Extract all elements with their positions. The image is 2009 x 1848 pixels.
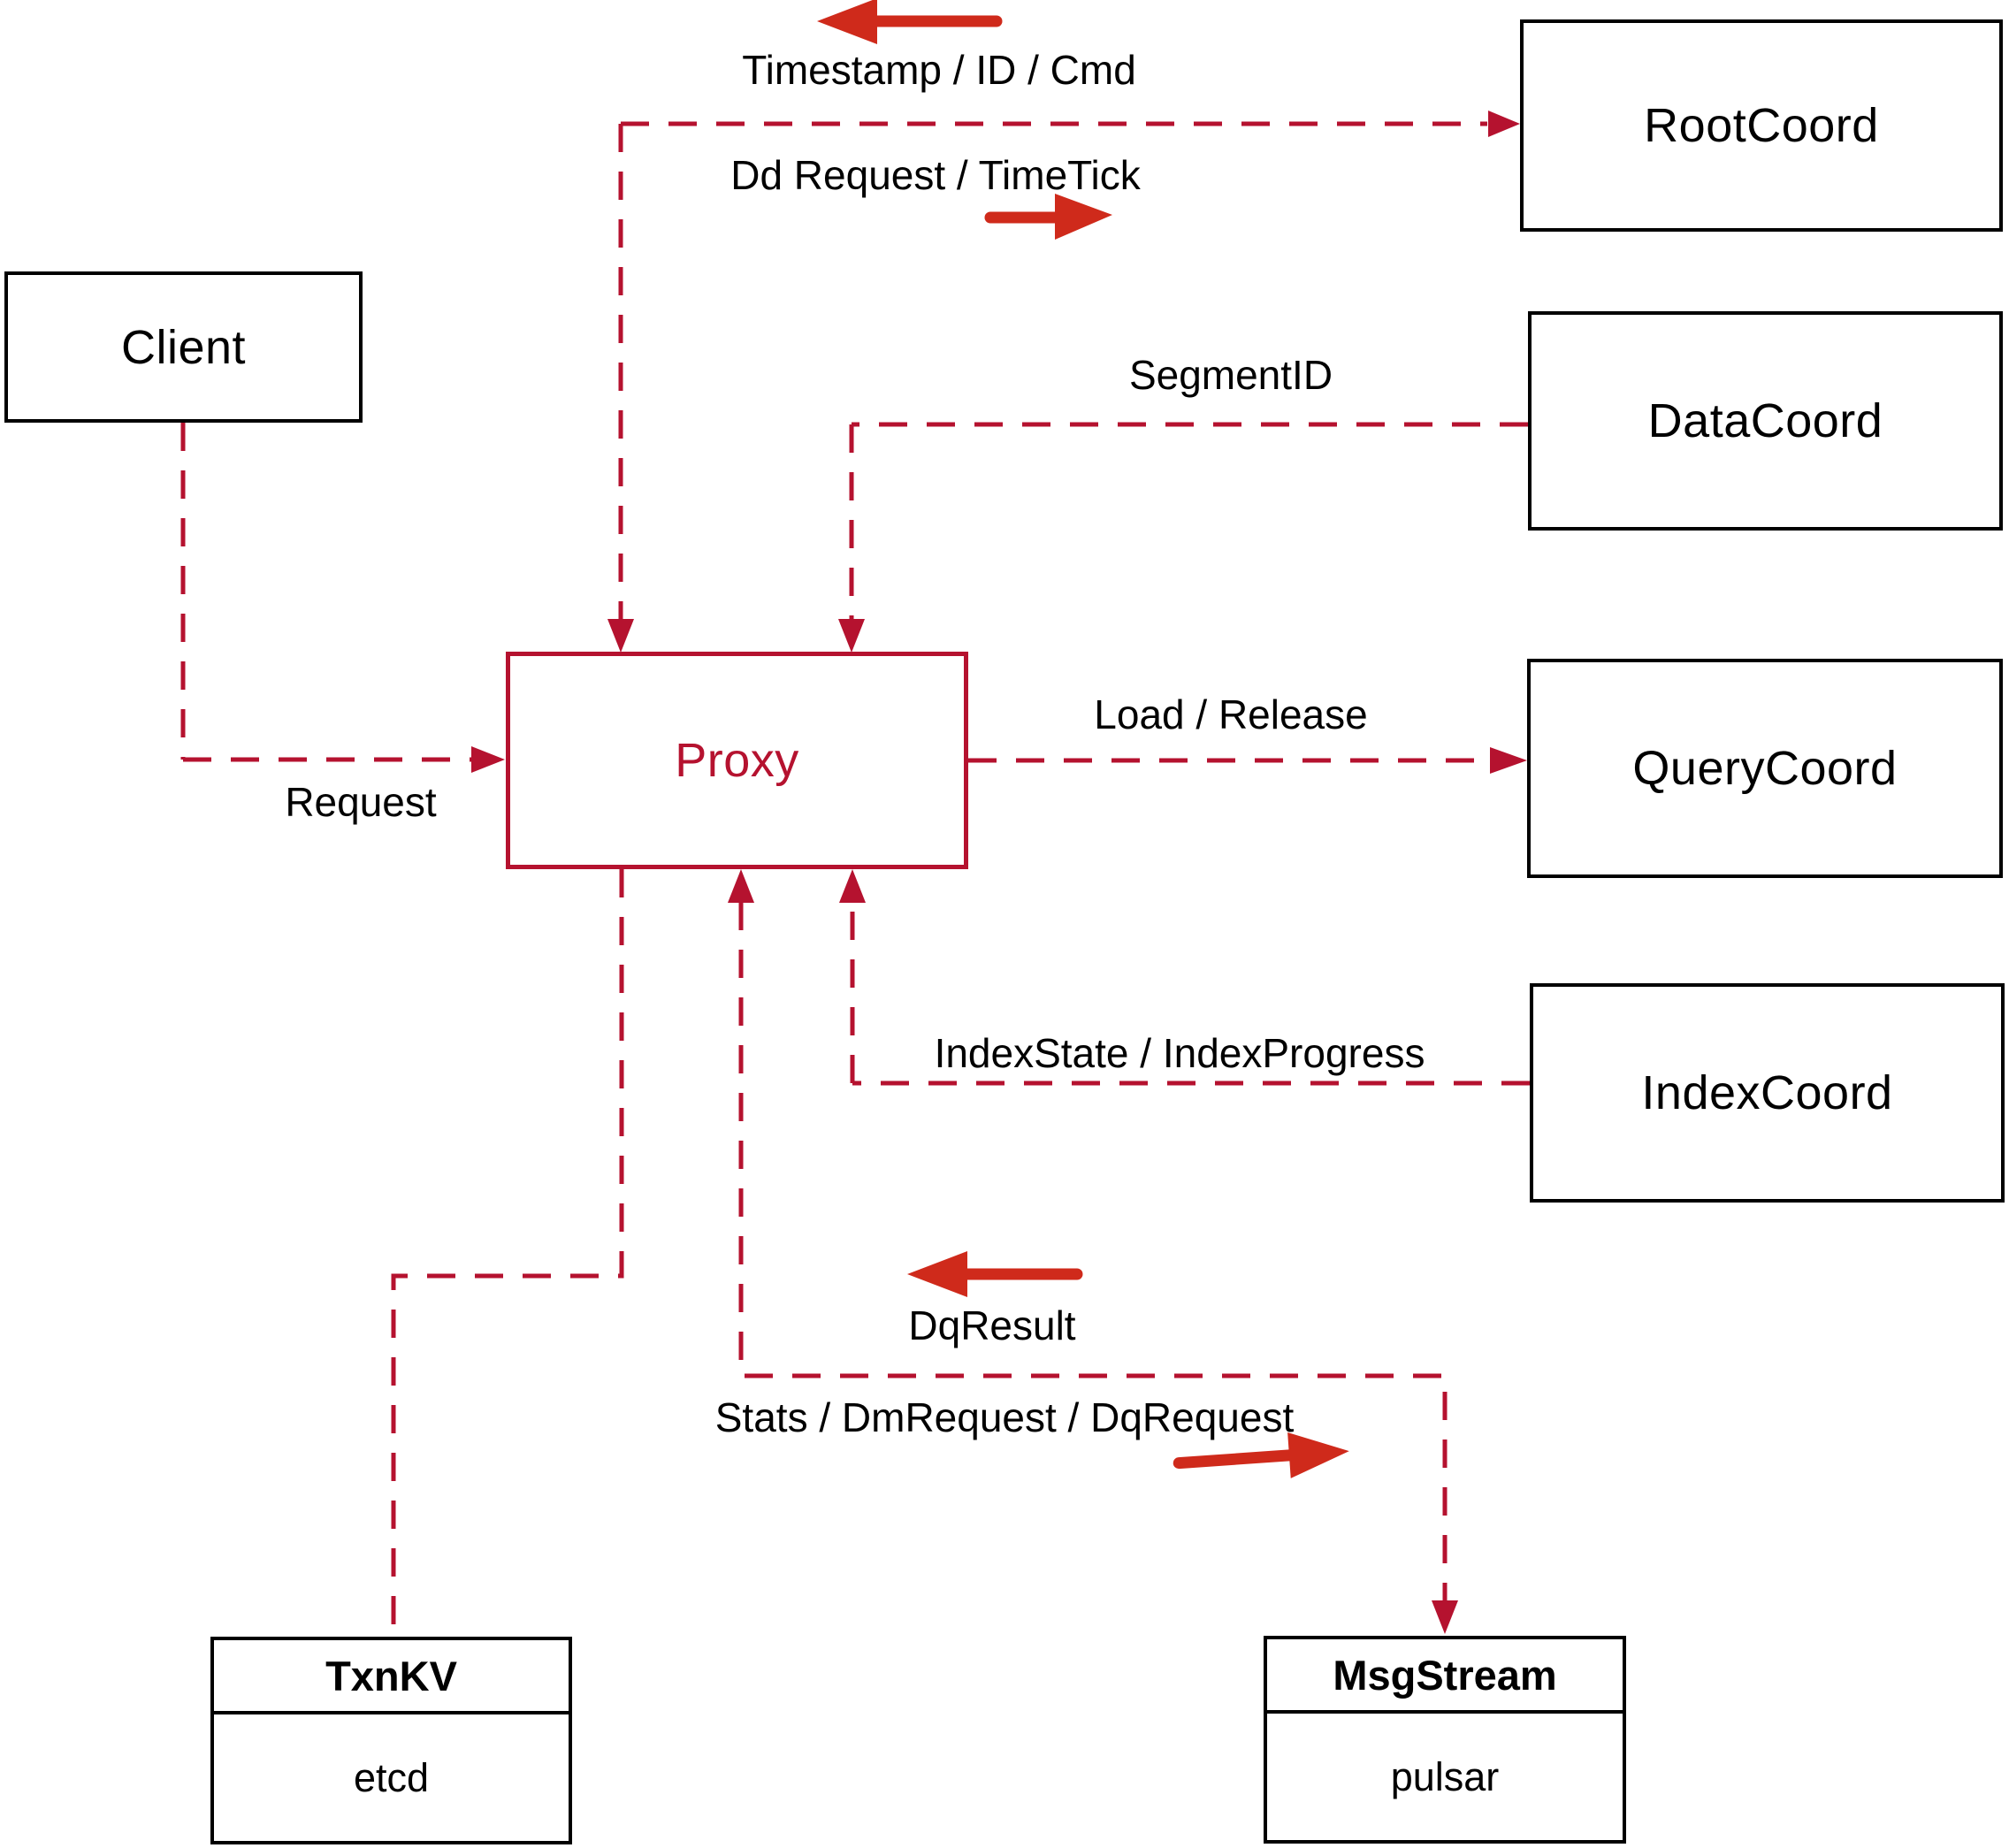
edge-label-segment-id: SegmentID (1128, 352, 1333, 398)
edge-proxy-querycoord (968, 747, 1527, 774)
edge-label-dd-request-timetick: Dd Request / TimeTick (730, 152, 1141, 198)
stats-direction-right-arrow-icon (1173, 1432, 1349, 1478)
node-querycoord-label: QueryCoord (1632, 742, 1898, 795)
node-querycoord: QueryCoord (1527, 659, 2003, 878)
edge-label-timestamp-id-cmd: Timestamp / ID / Cmd (742, 47, 1136, 93)
node-datacoord: DataCoord (1528, 311, 2003, 531)
node-client-label: Client (120, 320, 247, 374)
edge-label-stats-dm-dq-request: Stats / DmRequest / DqRequest (714, 1394, 1295, 1440)
arrowhead-into-querycoord-icon (1490, 747, 1527, 774)
dd-request-direction-right-arrow-icon (984, 194, 1112, 240)
arrowhead-into-rootcoord-icon (1488, 111, 1520, 137)
edge-indexcoord-proxy (839, 869, 1530, 1086)
arrowhead-into-proxy-left-icon (471, 746, 505, 773)
edge-proxy-rootcoord (607, 111, 1520, 653)
node-proxy-label: Proxy (675, 734, 799, 787)
node-indexcoord: IndexCoord (1530, 983, 2005, 1203)
edge-proxy-msgstream-path (738, 902, 1448, 1602)
arrowhead-into-proxy-bottom-middle-icon (728, 869, 754, 903)
edge-proxy-txnkv-path (391, 869, 624, 1635)
timestamp-direction-left-arrow-icon (817, 0, 1003, 44)
node-proxy: Proxy (506, 652, 968, 869)
edge-proxy-txnkv (391, 869, 624, 1635)
arrowhead-into-proxy-top-left-icon (607, 619, 634, 653)
edge-client-proxy (180, 423, 505, 773)
edge-label-request: Request (285, 779, 437, 825)
arrowhead-into-proxy-top-right-icon (838, 619, 865, 653)
node-datacoord-label: DataCoord (1647, 394, 1883, 447)
node-txnkv: TxnKV etcd (210, 1637, 572, 1844)
edge-label-dq-result: DqResult (908, 1302, 1076, 1348)
node-rootcoord-label: RootCoord (1644, 99, 1879, 152)
node-indexcoord-label: IndexCoord (1641, 1066, 1893, 1119)
node-rootcoord: RootCoord (1520, 19, 2003, 232)
dq-result-direction-left-arrow-icon (907, 1251, 1083, 1297)
node-txnkv-body: etcd (353, 1754, 430, 1800)
edge-label-index-state-progress: IndexState / IndexProgress (934, 1030, 1425, 1076)
node-msgstream: MsgStream pulsar (1264, 1636, 1626, 1844)
edge-label-load-release: Load / Release (1094, 691, 1368, 737)
arrowhead-into-msgstream-icon (1432, 1600, 1458, 1634)
node-msgstream-body: pulsar (1390, 1753, 1500, 1799)
node-msgstream-header: MsgStream (1267, 1639, 1623, 1714)
node-client: Client (4, 271, 363, 423)
edge-datacoord-proxy (838, 422, 1528, 653)
edge-proxy-msgstream (728, 869, 1458, 1634)
node-txnkv-header: TxnKV (214, 1640, 569, 1714)
arrowhead-into-proxy-bottom-right-icon (839, 869, 866, 903)
